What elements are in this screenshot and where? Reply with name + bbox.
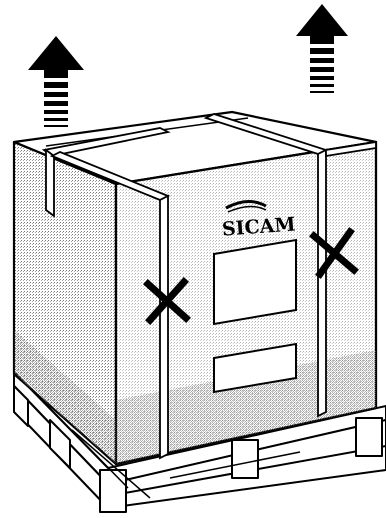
up-arrow-icon xyxy=(296,4,348,93)
up-arrow-icon xyxy=(28,36,84,127)
pallet xyxy=(13,371,386,513)
brand-logo: SICAM xyxy=(221,200,296,241)
x-mark-icon xyxy=(309,227,359,279)
x-mark-icon xyxy=(143,277,191,325)
carton-labels xyxy=(213,238,297,394)
brand-logo-text: SICAM xyxy=(221,214,296,241)
strapping-bands xyxy=(41,113,377,460)
